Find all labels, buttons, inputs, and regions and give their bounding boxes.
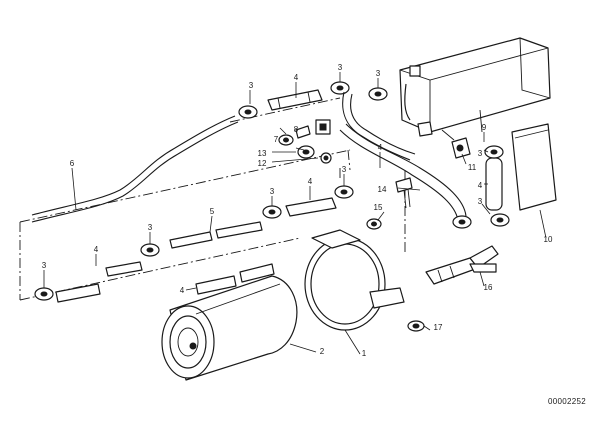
mounting-strap bbox=[304, 229, 405, 331]
washer bbox=[366, 218, 382, 230]
callout-3-lower-left: 3 bbox=[42, 261, 47, 270]
check-valve bbox=[441, 129, 471, 159]
callout-3-top-right: 3 bbox=[376, 69, 381, 78]
lower-hose-row bbox=[34, 261, 275, 303]
callout-3-lower-right: 3 bbox=[478, 197, 483, 206]
callout-3-middle: 3 bbox=[270, 187, 275, 196]
callout-4-bottom: 4 bbox=[180, 286, 185, 295]
tank-connecting-hose bbox=[339, 91, 467, 221]
callout-4-right: 4 bbox=[478, 181, 483, 190]
callout-8: 8 bbox=[294, 125, 299, 134]
mounting-bolt bbox=[395, 177, 413, 209]
y-connector bbox=[425, 245, 499, 285]
callout-9: 9 bbox=[482, 123, 487, 132]
callout-15: 15 bbox=[374, 203, 383, 212]
callout-5: 5 bbox=[210, 207, 215, 216]
callout-6: 6 bbox=[70, 159, 75, 168]
callout-4-lower: 4 bbox=[94, 245, 99, 254]
callout-13: 13 bbox=[258, 149, 267, 158]
callout-1: 1 bbox=[362, 349, 367, 358]
callout-4-middle: 4 bbox=[308, 177, 313, 186]
drawing-number: 00002252 bbox=[548, 397, 586, 406]
leader-lines bbox=[43, 72, 547, 355]
short-vertical-hose bbox=[452, 145, 510, 229]
callout-10: 10 bbox=[544, 235, 553, 244]
fuel-filter-canister bbox=[161, 275, 298, 381]
grommet bbox=[407, 320, 425, 332]
callout-4-top: 4 bbox=[294, 73, 299, 82]
callout-3-right: 3 bbox=[478, 149, 483, 158]
callout-14: 14 bbox=[378, 185, 387, 194]
upper-hose-segment bbox=[267, 89, 323, 111]
middle-hose-row bbox=[140, 185, 354, 257]
small-fittings bbox=[278, 119, 332, 164]
callout-4-mid: 4 bbox=[378, 143, 383, 152]
assembly-guide-lines bbox=[19, 97, 406, 301]
callout-3-top-mid: 3 bbox=[338, 63, 343, 72]
upper-clamps bbox=[238, 81, 388, 119]
callout-11: 11 bbox=[468, 163, 477, 172]
callout-3-middle-right: 3 bbox=[342, 165, 347, 174]
callout-labels: 1 2 3 4 3 3 9 3 4 3 4 6 7 8 13 12 14 15 … bbox=[42, 63, 553, 358]
callout-12: 12 bbox=[258, 159, 267, 168]
mounting-bracket-plate bbox=[511, 123, 557, 211]
long-fuel-hose bbox=[31, 115, 239, 223]
callout-2: 2 bbox=[320, 347, 325, 356]
vent-reservoir bbox=[399, 37, 551, 137]
callout-3-top-left: 3 bbox=[249, 81, 254, 90]
callout-7: 7 bbox=[274, 135, 279, 144]
callout-16: 16 bbox=[484, 283, 493, 292]
callout-17: 17 bbox=[434, 323, 443, 332]
callout-3-lower-mid: 3 bbox=[148, 223, 153, 232]
